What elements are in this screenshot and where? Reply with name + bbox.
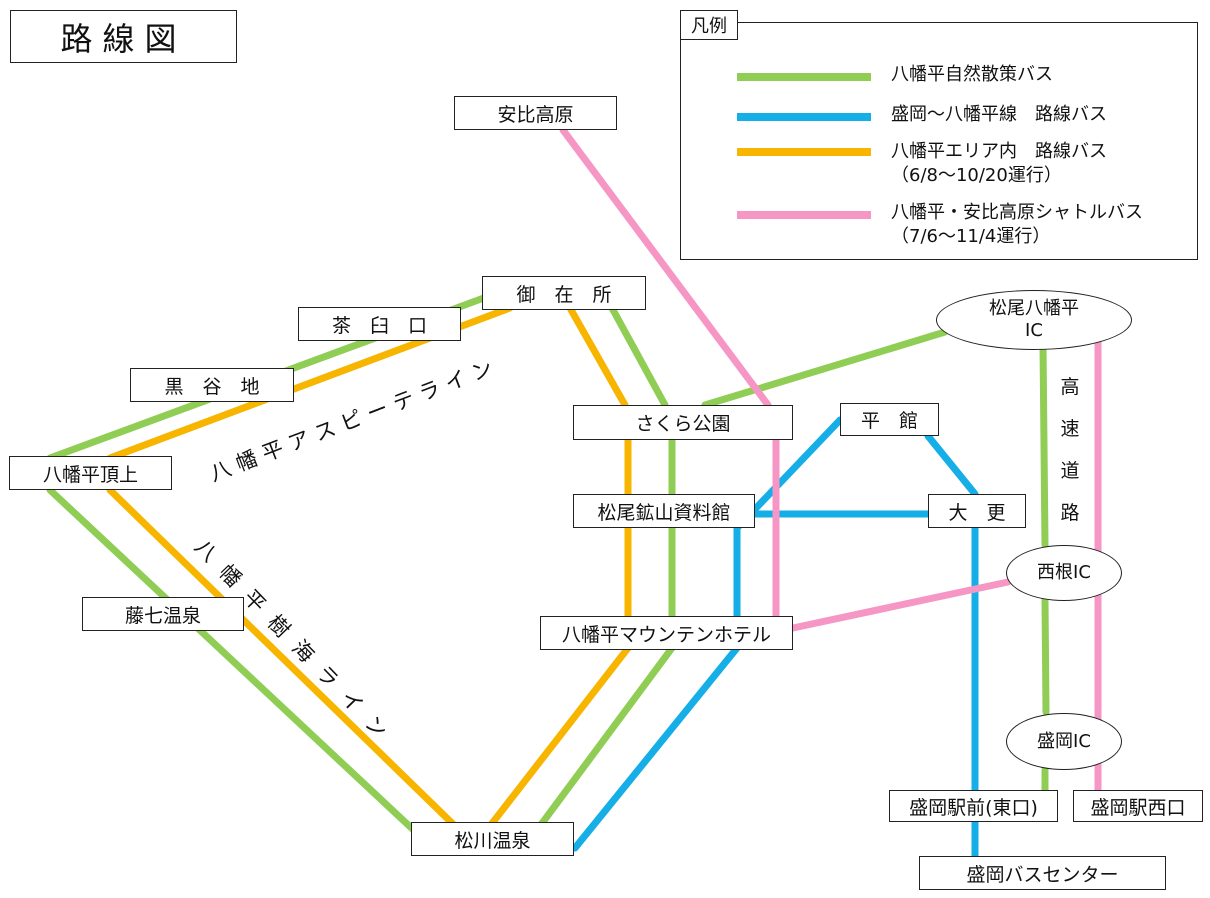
- interchange-matsuo-hachimantai: 松尾八幡平 IC: [936, 290, 1132, 350]
- legend-swatch-green: [737, 73, 871, 81]
- interchange-morioka: 盛岡IC: [1006, 713, 1122, 770]
- route-blue-obuke: [924, 432, 979, 498]
- route-green-jukai: [46, 486, 424, 840]
- route-green-gozaisho: [608, 304, 669, 409]
- route-orange-jukai: [106, 486, 459, 830]
- page-title: 路線図: [10, 10, 237, 63]
- station-matsuo-kozan-shiryokan: 松尾鉱山資料館: [573, 494, 755, 528]
- station-hiradate: 平 館: [840, 403, 939, 436]
- road-label-expressway: 高速道路: [1060, 376, 1080, 524]
- station-matsukawa-onsen: 松川温泉: [411, 822, 574, 856]
- legend-label-pink: 八幡平・安比高原シャトルバス （7/6〜11/4運行）: [891, 202, 1143, 247]
- route-green-expressway: [1039, 341, 1049, 549]
- legend-label-blue: 盛岡〜八幡平線 路線バス: [891, 104, 1107, 125]
- route-pink-nishine: [789, 578, 1012, 632]
- route-orange-gozaisho: [566, 304, 629, 409]
- station-morioka-ekimae-east: 盛岡駅前(東口): [889, 790, 1058, 822]
- station-gozaisho: 御 在 所: [482, 276, 646, 310]
- legend-label-orange: 八幡平エリア内 路線バス （6/8〜10/20運行）: [891, 141, 1107, 186]
- legend-swatch-pink: [737, 211, 871, 219]
- legend-label-green: 八幡平自然散策バス: [891, 64, 1053, 85]
- legend-swatch-orange: [737, 148, 871, 156]
- route-green-expressway-south: [1041, 596, 1050, 716]
- station-mountain-hotel: 八幡平マウンテンホテル: [540, 616, 793, 650]
- legend-heading: 凡例: [680, 10, 738, 40]
- station-morioka-west: 盛岡駅西口: [1073, 790, 1203, 822]
- interchange-nishine: 西根IC: [1006, 545, 1122, 601]
- station-obuke: 大 更: [928, 494, 1026, 528]
- station-kuroyachi: 黒 谷 地: [130, 368, 294, 402]
- route-green-ic: [701, 328, 949, 409]
- station-morioka-bus-center: 盛岡バスセンター: [919, 856, 1166, 890]
- station-appi-kogen: 安比高原: [454, 96, 617, 130]
- legend: 凡例 八幡平自然散策バス 盛岡〜八幡平線 路線バス 八幡平エリア内 路線バス （…: [680, 10, 1198, 260]
- station-toshichi-onsen: 藤七温泉: [82, 597, 244, 631]
- route-pink-appi: [559, 126, 772, 409]
- legend-swatch-blue: [737, 113, 871, 121]
- station-chausuguchi: 茶 臼 口: [298, 307, 461, 341]
- station-sakura-koen: さくら公園: [573, 405, 793, 440]
- station-hachimantai-chojo: 八幡平頂上: [9, 456, 172, 490]
